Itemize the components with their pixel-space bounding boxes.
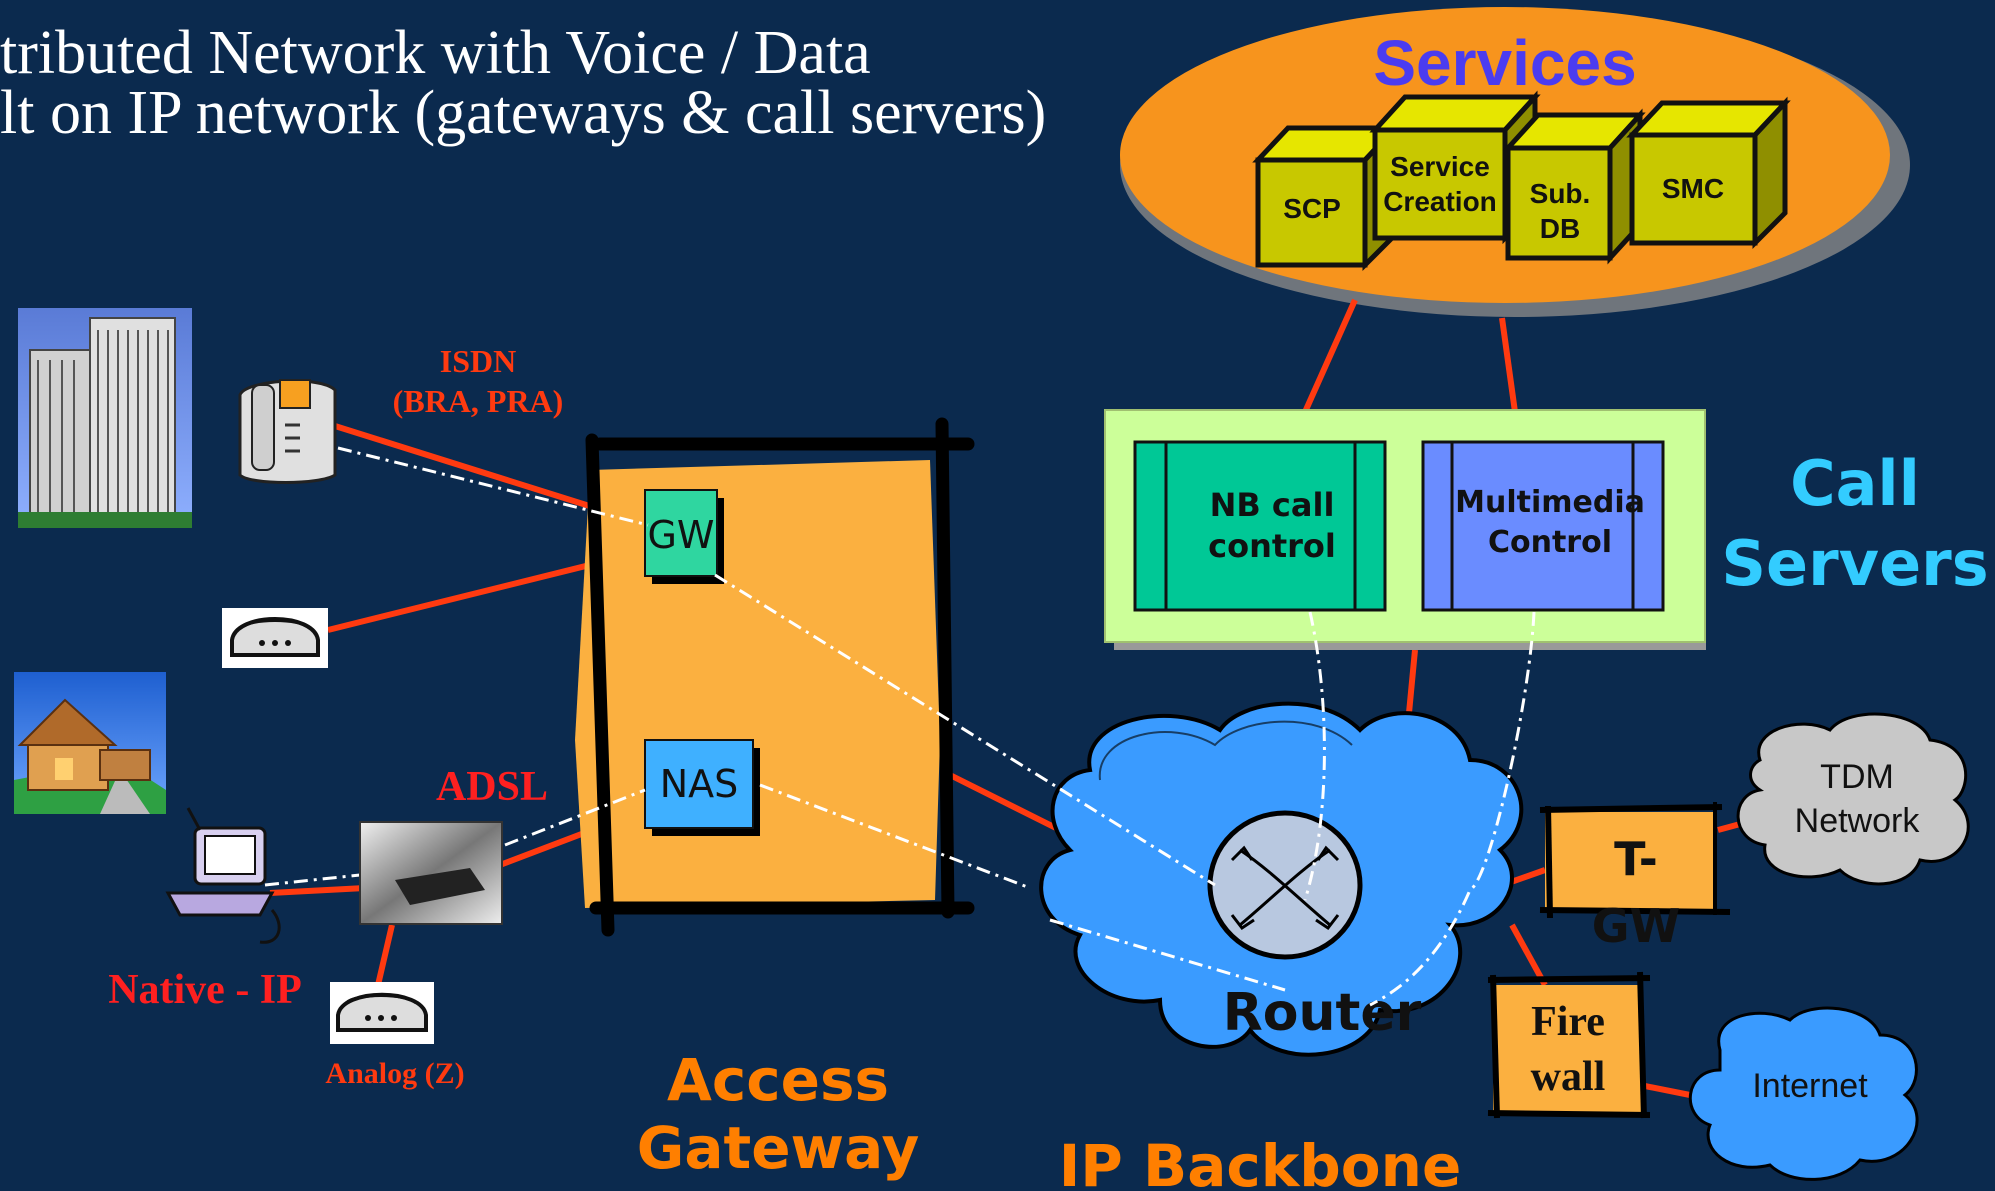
access-gateway-label-2: Gateway	[637, 1114, 920, 1182]
service-creation-label-2: Creation	[1383, 186, 1497, 217]
sub-db-box: Sub. DB	[1502, 108, 1646, 265]
nas-label: NAS	[660, 762, 739, 806]
link-services-multimedia	[1499, 317, 1518, 413]
analog-z-label: Analog (Z)	[325, 1057, 464, 1090]
sub-db-label-1: Sub.	[1530, 178, 1591, 209]
multimedia-control-box: Multimedia Control	[1421, 440, 1665, 612]
gw-box: GW	[644, 489, 724, 584]
computer-icon	[165, 807, 281, 944]
service-creation-label-1: Service	[1390, 151, 1490, 182]
tdm-label-1: TDM	[1820, 758, 1894, 796]
adsl-label: ADSL	[436, 764, 548, 810]
multimedia-control-label-1: Multimedia	[1455, 485, 1645, 520]
internet-cloud: Internet	[1688, 1006, 1919, 1181]
adsl-modem-icon	[359, 821, 503, 925]
t-gw-label-2: GW	[1592, 899, 1681, 953]
access-gateway: GW NAS	[575, 417, 975, 937]
link-firewall-internet	[1639, 1082, 1691, 1098]
gw-label: GW	[647, 513, 714, 557]
link-router-firewall	[1509, 923, 1548, 987]
router-label: Router	[1223, 983, 1422, 1043]
tdm-network-cloud: TDM Network	[1736, 712, 1970, 886]
firewall-box: Fire wall	[1487, 971, 1651, 1119]
services-group: Services SCP Service Creation	[1120, 7, 1910, 317]
call-servers-heading-1: Call	[1790, 447, 1920, 520]
sub-db-label-2: DB	[1540, 213, 1580, 244]
link-analog-z	[375, 924, 395, 986]
services-heading: Services	[1373, 27, 1636, 99]
ip-backbone-cloud: Router	[1039, 701, 1524, 1057]
analog-phone-icon-2	[330, 982, 434, 1044]
multimedia-control-label-2: Control	[1488, 525, 1612, 560]
access-gateway-body	[575, 460, 940, 908]
call-servers-heading-2: Servers	[1721, 527, 1988, 600]
t-gw-label-1: T-	[1614, 832, 1658, 886]
access-gateway-label-1: Access	[667, 1046, 889, 1114]
nb-call-control-label-2: control	[1208, 527, 1336, 565]
isdn-telephone-icon	[238, 379, 337, 484]
call-server-panel: NB call control Multimedia Control	[1104, 409, 1706, 650]
t-gw-box: T- GW	[1539, 802, 1731, 953]
firewall-label-2: wall	[1531, 1054, 1606, 1100]
isdn-label-2: (BRA, PRA)	[393, 383, 564, 419]
link-services-nb	[1302, 298, 1358, 414]
scp-label: SCP	[1283, 193, 1341, 224]
signalling-lines	[264, 446, 1536, 1007]
native-ip-label: Native - IP	[108, 967, 302, 1013]
smc-label: SMC	[1662, 173, 1724, 204]
nb-call-control-label-1: NB call	[1210, 486, 1335, 524]
nas-box: NAS	[644, 739, 760, 836]
firewall-label-1: Fire	[1531, 999, 1605, 1045]
office-building-icon	[18, 308, 192, 528]
ip-backbone-label: IP Backbone	[1059, 1132, 1462, 1191]
link-native-ip-pc	[269, 885, 366, 896]
internet-label: Internet	[1752, 1067, 1868, 1105]
analog-phone-icon-1	[222, 608, 328, 668]
isdn-label-1: ISDN	[440, 343, 516, 379]
title-line-2: lt on IP network (gateways & call server…	[0, 79, 1047, 147]
access-gateway-frame	[585, 417, 975, 937]
nb-call-control-box: NB call control	[1133, 440, 1387, 612]
tdm-label-2: Network	[1795, 802, 1921, 840]
router-arrows-icon	[1230, 845, 1340, 931]
house-icon	[14, 672, 166, 814]
smc-box: SMC	[1626, 96, 1791, 250]
title-line-1: tributed Network with Voice / Data	[0, 19, 871, 87]
